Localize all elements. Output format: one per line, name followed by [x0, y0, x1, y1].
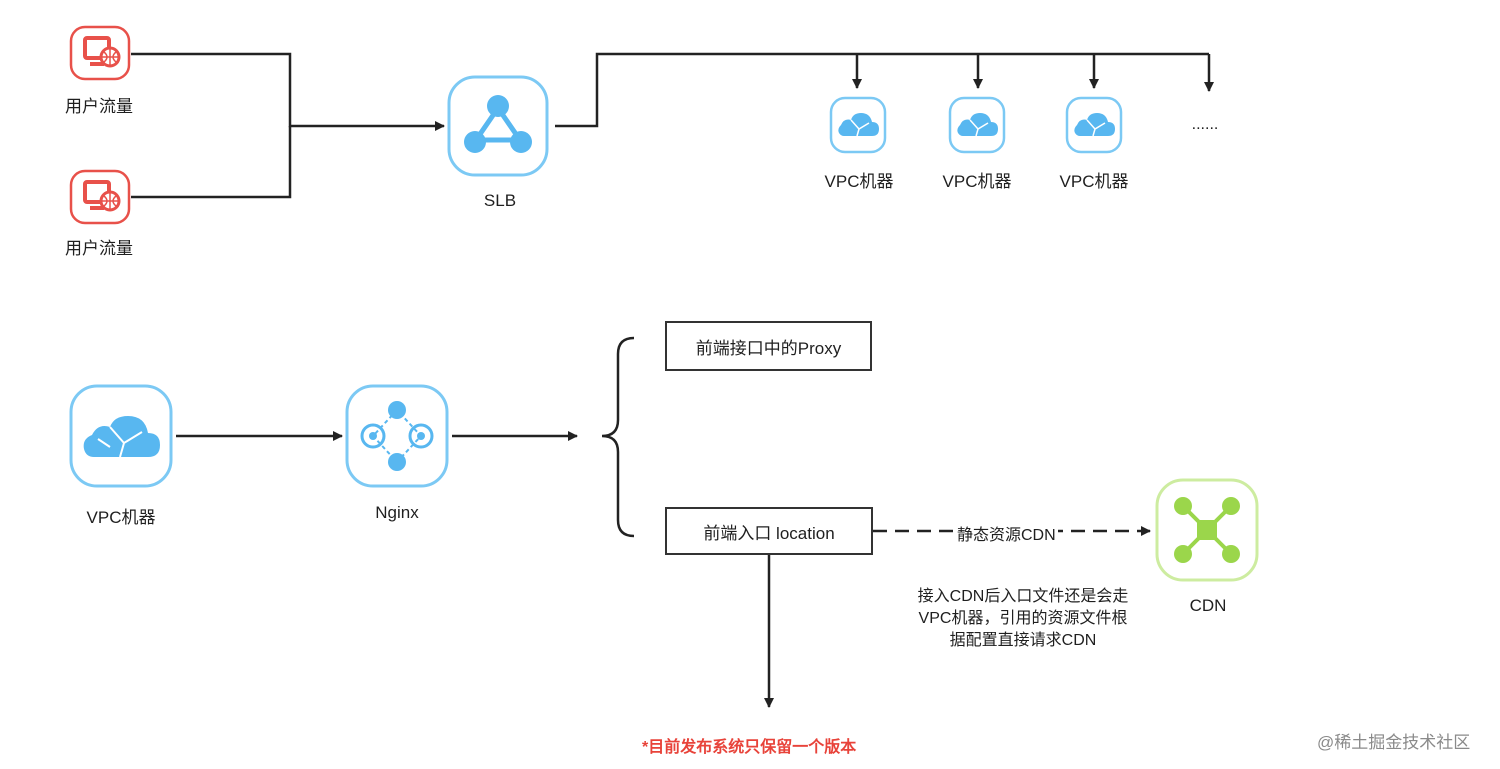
edge-slb-bus: [555, 52, 1209, 128]
edge-user1-to-slb: [131, 52, 445, 131]
brace: [601, 336, 635, 538]
vpc-1-label: VPC机器: [824, 172, 894, 191]
location-box-label: 前端入口 location: [703, 523, 835, 543]
slb-label: SLB: [483, 191, 517, 210]
cdn-note-line-3: 据配置直接请求CDN: [949, 632, 1097, 649]
user-traffic-1-icon: [68, 24, 132, 82]
cdn-label: CDN: [1189, 596, 1227, 615]
release-note: *目前发布系统只保留一个版本: [642, 739, 857, 756]
cdn-icon: [1154, 477, 1260, 583]
watermark: @稀土掘金技术社区: [1317, 733, 1471, 752]
user-traffic-1-label: 用户流量: [65, 97, 133, 116]
nginx-label: Nginx: [375, 503, 419, 522]
vpc-2-icon: [948, 96, 1006, 154]
cdn-note: 接入CDN后入口文件还是会走 VPC机器，引用的资源文件根 据配置直接请求CDN: [893, 586, 1153, 652]
cdn-note-line-2: VPC机器，引用的资源文件根: [918, 610, 1128, 627]
proxy-box: 前端接口中的Proxy: [665, 321, 872, 371]
vpc-1-icon: [829, 96, 887, 154]
vpc-bottom-label: VPC机器: [86, 508, 156, 527]
proxy-box-label: 前端接口中的Proxy: [695, 338, 842, 358]
vpc-3-icon: [1065, 96, 1123, 154]
vpc-2-label: VPC机器: [942, 172, 1012, 191]
vpc-bottom-icon: [68, 383, 174, 489]
nginx-icon: [344, 383, 450, 489]
slb-icon: [446, 74, 550, 178]
cdn-edge-label: 静态资源CDN: [955, 521, 1058, 545]
user-traffic-2-label: 用户流量: [65, 239, 133, 258]
cdn-note-line-1: 接入CDN后入口文件还是会走: [917, 588, 1129, 605]
vpc-3-label: VPC机器: [1059, 172, 1129, 191]
edge-user2-to-slb: [131, 126, 292, 199]
more-machines-ellipsis: ......: [1191, 116, 1219, 133]
user-traffic-2-icon: [68, 168, 132, 226]
location-box: 前端入口 location: [665, 507, 873, 555]
